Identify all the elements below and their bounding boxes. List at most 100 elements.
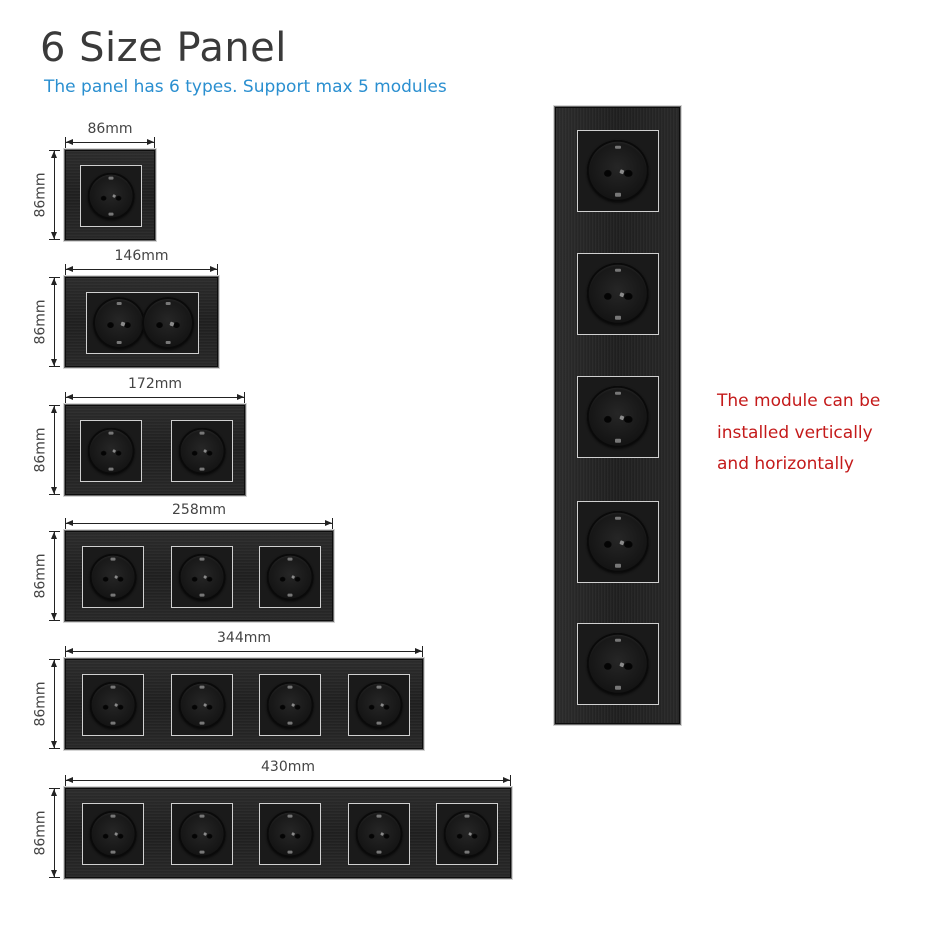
double-socket-module — [86, 292, 199, 354]
socket-pin-hole — [117, 575, 124, 582]
socket-pin-hole — [102, 575, 109, 582]
socket-earth-clip — [165, 341, 171, 345]
socket-screw — [120, 321, 125, 327]
socket-earth-clip — [615, 192, 621, 197]
arrow-right-icon — [147, 139, 154, 145]
socket-earth-clip — [287, 593, 293, 597]
width-dimension: 258mm — [65, 502, 333, 529]
socket-module — [259, 546, 321, 608]
width-dimension: 344mm — [65, 630, 423, 657]
socket-earth-clip — [615, 563, 621, 568]
arrow-down-icon — [51, 232, 57, 239]
socket-pin-hole — [191, 449, 198, 456]
socket-earth-clip — [615, 315, 621, 320]
height-label: 86mm — [32, 553, 49, 599]
schuko-socket-icon — [142, 297, 194, 349]
dimension-line — [65, 397, 245, 398]
socket-pin-hole — [117, 832, 124, 839]
dimension-line — [65, 142, 155, 143]
socket-panel — [65, 150, 155, 240]
socket-pin-hole — [117, 703, 124, 710]
dimension-line — [54, 659, 55, 749]
width-label: 146mm — [114, 248, 169, 264]
socket-earth-clip — [615, 638, 621, 643]
width-label: 172mm — [128, 376, 182, 392]
socket-module — [171, 420, 233, 482]
socket-module — [436, 803, 498, 865]
socket-earth-clip — [199, 721, 205, 725]
dimension-line — [65, 523, 333, 524]
schuko-socket-icon — [443, 810, 491, 858]
dimension-tick — [49, 405, 60, 406]
socket-pin-hole — [156, 320, 163, 328]
arrow-down-icon — [51, 487, 57, 494]
socket-module — [80, 420, 142, 482]
socket-module — [577, 253, 659, 335]
schuko-socket-icon — [586, 510, 650, 574]
socket-earth-clip — [376, 721, 382, 725]
socket-pin-hole — [206, 832, 213, 839]
socket-earth-clip — [108, 431, 114, 435]
socket-pin-hole — [603, 291, 612, 300]
schuko-socket-icon — [89, 810, 137, 858]
dimension-tick — [49, 239, 60, 240]
socket-pin-hole — [102, 703, 109, 710]
schuko-socket-icon — [355, 681, 403, 729]
socket-pin-hole — [206, 703, 213, 710]
width-label: 430mm — [261, 759, 315, 775]
dimension-tick — [49, 366, 60, 367]
socket-earth-clip — [110, 593, 116, 597]
socket-earth-clip — [165, 301, 171, 305]
dimension-tick — [244, 392, 245, 403]
orientation-note: The module can be installed vertically a… — [717, 386, 880, 481]
socket-earth-clip — [116, 341, 122, 345]
socket-earth-clip — [376, 685, 382, 689]
socket-earth-clip — [199, 814, 205, 818]
arrow-right-icon — [503, 777, 510, 783]
socket-pin-hole — [115, 194, 122, 201]
socket-earth-clip — [615, 685, 621, 690]
socket-pin-hole — [603, 539, 612, 548]
height-dimension: 86mm — [32, 788, 61, 878]
socket-module — [348, 674, 410, 736]
socket-pin-hole — [294, 703, 301, 710]
height-label: 86mm — [32, 299, 49, 345]
schuko-socket-icon — [178, 553, 226, 601]
arrow-up-icon — [51, 789, 57, 796]
width-dimension: 146mm — [65, 248, 218, 275]
socket-pin-hole — [124, 320, 131, 328]
socket-earth-clip — [116, 301, 122, 305]
socket-pin-hole — [279, 703, 286, 710]
dimension-line — [54, 531, 55, 621]
socket-earth-clip — [110, 721, 116, 725]
schuko-socket-icon — [89, 681, 137, 729]
dimension-tick — [49, 150, 60, 151]
socket-earth-clip — [615, 145, 621, 150]
socket-earth-clip — [110, 685, 116, 689]
socket-earth-clip — [287, 814, 293, 818]
schuko-socket-icon — [266, 681, 314, 729]
socket-earth-clip — [110, 850, 116, 854]
note-line-3: and horizontally — [717, 454, 854, 474]
arrow-up-icon — [51, 151, 57, 158]
arrow-left-icon — [66, 520, 73, 526]
height-dimension: 86mm — [32, 531, 61, 621]
socket-pin-hole — [294, 575, 301, 582]
arrow-down-icon — [51, 741, 57, 748]
socket-pin-hole — [603, 661, 612, 670]
socket-earth-clip — [199, 467, 205, 471]
note-line-1: The module can be — [717, 391, 881, 411]
socket-panel — [65, 277, 218, 367]
dimension-tick — [49, 659, 60, 660]
socket-earth-clip — [199, 431, 205, 435]
socket-earth-clip — [615, 516, 621, 521]
socket-pin-hole — [624, 414, 633, 423]
socket-pin-hole — [603, 168, 612, 177]
socket-earth-clip — [376, 850, 382, 854]
socket-pin-hole — [206, 449, 213, 456]
height-label: 86mm — [32, 810, 49, 856]
socket-pin-hole — [191, 575, 198, 582]
arrow-up-icon — [51, 660, 57, 667]
socket-module — [577, 376, 659, 458]
socket-pin-hole — [279, 832, 286, 839]
